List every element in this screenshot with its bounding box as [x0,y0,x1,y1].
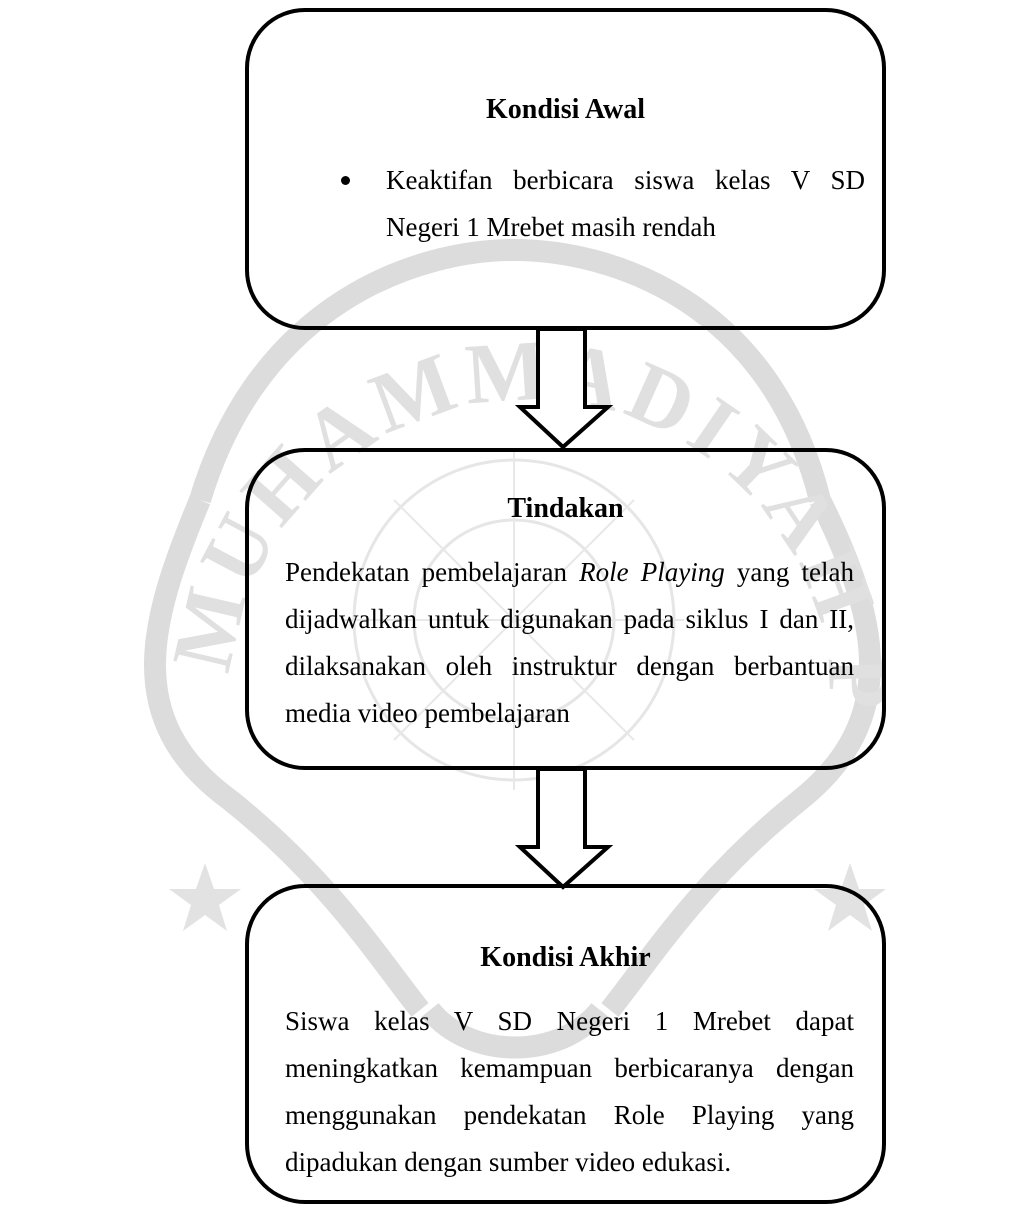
node-description: Siswa kelas V SD Negeri 1 Mrebet dapat m… [285,1006,854,1177]
text-segment: yang telah dijadwalkan untuk digunakan p… [285,557,854,728]
text-italic-segment: Role Playing [579,557,725,587]
node-kondisi-awal: Kondisi Awal Keaktifan berbicara siswa k… [245,8,886,330]
node-tindakan: Tindakan Pendekatan pembelajaran Role Pl… [245,448,886,770]
node-description: Pendekatan pembelajaran Role Playing yan… [285,549,854,737]
node-kondisi-akhir: Kondisi Akhir Siswa kelas V SD Negeri 1 … [245,884,886,1204]
node-title: Kondisi Awal [486,94,645,125]
arrow-down-icon [515,327,614,450]
arrow-down-icon [515,767,614,890]
node-title: Tindakan [507,493,624,524]
bullet-icon [341,176,350,185]
bullet-list: Keaktifan berbicara siswa kelas V SD Neg… [341,157,865,251]
text-segment: Pendekatan pembelajaran [285,557,580,587]
bullet-item: Keaktifan berbicara siswa kelas V SD Neg… [386,165,865,242]
node-title: Kondisi Akhir [480,942,651,973]
